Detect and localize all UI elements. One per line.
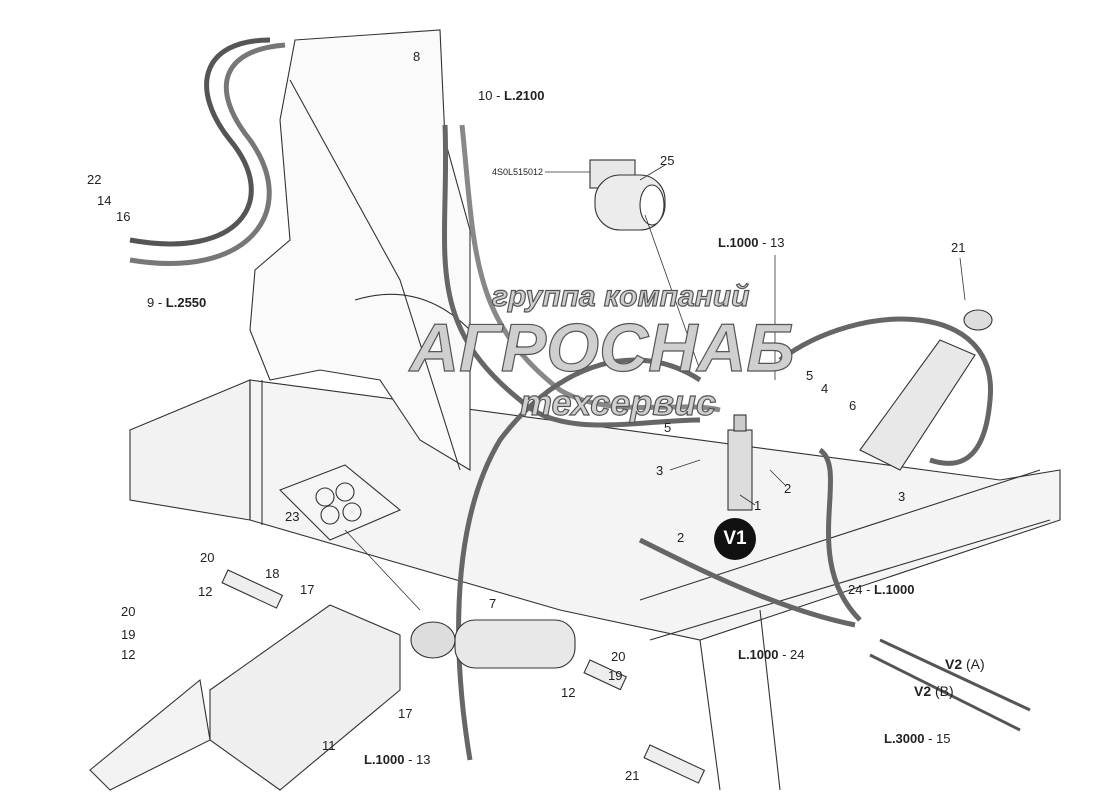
hose-15 <box>869 638 1031 732</box>
hose-9 <box>129 37 286 266</box>
callout-5b: 5 <box>664 420 672 435</box>
solenoid-coil-25 <box>589 159 666 231</box>
callout-24b: L.1000 - 24 <box>738 648 805 661</box>
callout-length: L.2100 <box>504 88 545 103</box>
callout-15: L.3000 - 15 <box>884 732 951 745</box>
callout-10: 10 - L.2100 <box>478 89 545 102</box>
callout-2b: 2 <box>677 530 685 545</box>
hose-10 <box>441 124 721 428</box>
cylinder-7 <box>410 619 576 669</box>
leader-lines <box>344 164 966 611</box>
callout-port: (A) <box>962 656 985 672</box>
callout-12a: 12 <box>198 584 213 599</box>
callout-13-bottom: L.1000 - 13 <box>364 753 431 766</box>
callout-3a: 3 <box>656 463 664 478</box>
callout-3b: 3 <box>898 489 906 504</box>
hose-24 <box>638 447 862 628</box>
valve-v1-badge: V1 <box>714 518 756 560</box>
callout-v2a: V2 (A) <box>945 657 985 671</box>
mounting-plate <box>249 29 471 471</box>
watermark-line3: техсервис <box>519 382 716 423</box>
callout-22: 22 <box>87 172 102 187</box>
callout-num: 9 - <box>147 295 166 310</box>
callout-20a: 20 <box>200 550 215 565</box>
callout-20c: 20 <box>611 649 626 664</box>
callout-length: L.1000 <box>718 235 759 250</box>
callout-20b: 20 <box>121 604 136 619</box>
callout-7: 7 <box>489 596 497 611</box>
callout-21-top: 21 <box>951 240 966 255</box>
cylinder-right <box>859 309 993 471</box>
callout-13-top: L.1000 - 13 <box>718 236 785 249</box>
callout-length: L.2550 <box>165 295 207 310</box>
callout-6: 6 <box>849 398 857 413</box>
callout-line-id: V2 <box>945 656 963 672</box>
callout-length: L.1000 <box>874 582 915 597</box>
callout-17b: 17 <box>398 706 413 721</box>
callout-8: 8 <box>413 49 421 64</box>
callout-num: - 13 <box>404 752 431 767</box>
callout-18: 18 <box>265 566 280 581</box>
callout-2a: 2 <box>784 481 792 496</box>
callout-11: 11 <box>322 738 336 753</box>
callout-25: 25 <box>660 153 675 168</box>
callout-port: (B) <box>931 683 954 699</box>
callout-4: 4 <box>821 381 829 396</box>
callout-17a: 17 <box>300 582 315 597</box>
callout-16: 16 <box>116 209 131 224</box>
callout-5a: 5 <box>806 368 814 383</box>
callout-length: L.3000 <box>884 731 925 746</box>
part-code-label: 4S0L515012 <box>492 167 544 177</box>
watermark-line2: АГРОСНАБ <box>409 310 795 386</box>
callout-21-bottom: 21 <box>625 768 640 783</box>
arm-11 <box>89 604 401 791</box>
callout-length: L.1000 <box>364 752 405 767</box>
callout-12c: 12 <box>561 685 576 700</box>
seal-kit-23 <box>279 464 402 541</box>
callout-num: - 15 <box>924 731 951 746</box>
callout-num: 10 - <box>478 88 505 103</box>
valve-block-1 <box>727 414 753 511</box>
watermark-line1: группа компаний <box>491 280 750 313</box>
pins <box>221 569 706 784</box>
callout-9: 9 - L.2550 <box>147 296 206 309</box>
callout-1: 1 <box>754 498 762 513</box>
callout-12b: 12 <box>121 647 136 662</box>
callout-num: 24 - <box>848 582 875 597</box>
callout-14: 14 <box>97 193 112 208</box>
callout-v2b: V2 (B) <box>914 684 954 698</box>
callout-num: - 24 <box>778 647 805 662</box>
callout-num: - 13 <box>758 235 785 250</box>
callout-24a: 24 - L.1000 <box>848 583 915 596</box>
callout-length: L.1000 <box>738 647 779 662</box>
callout-19b: 19 <box>608 668 623 683</box>
hose-13 <box>456 316 993 761</box>
callout-line-id: V2 <box>914 683 932 699</box>
callout-19a: 19 <box>121 627 136 642</box>
callout-23: 23 <box>285 509 300 524</box>
